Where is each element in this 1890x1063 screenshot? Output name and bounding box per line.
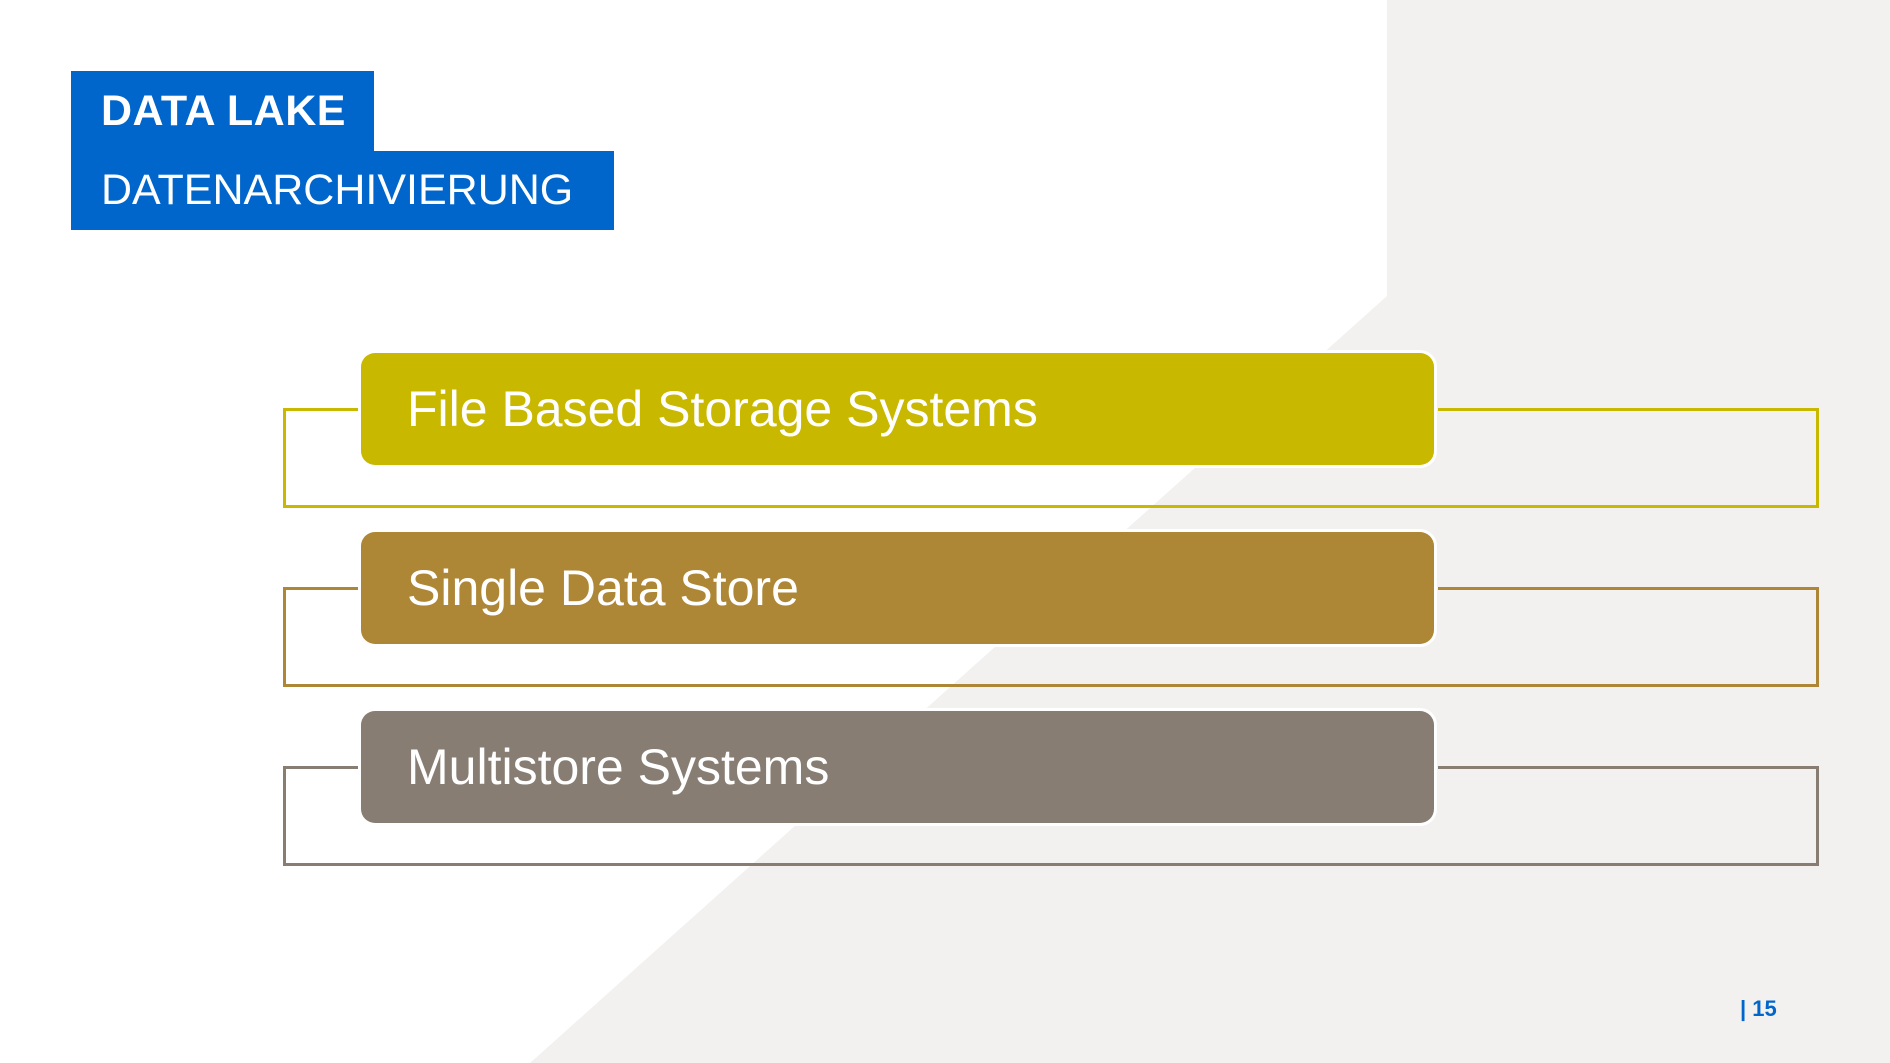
- item-label: File Based Storage Systems: [407, 381, 1038, 437]
- slide-title: DATA LAKE: [71, 71, 374, 151]
- item-connector-left: [283, 587, 359, 590]
- slide-subtitle-text: DATENARCHIVIERUNG: [101, 166, 574, 214]
- item-label-box: Multistore Systems: [361, 711, 1434, 823]
- item-label: Multistore Systems: [407, 739, 830, 795]
- item-bracket: [283, 766, 1819, 866]
- item-connector-right: [1438, 587, 1819, 590]
- item-bracket: [283, 408, 1819, 508]
- item-connector-right: [1438, 766, 1819, 769]
- page-number: | 15: [1740, 996, 1777, 1021]
- slide-title-text: DATA LAKE: [101, 86, 346, 135]
- item-bracket: [283, 587, 1819, 687]
- list-item-multistore-systems: Multistore Systems: [0, 711, 1890, 881]
- slide-subtitle: DATENARCHIVIERUNG: [71, 151, 614, 230]
- list-item-file-based-storage: File Based Storage Systems: [0, 353, 1890, 523]
- item-label-box: File Based Storage Systems: [361, 353, 1434, 465]
- item-connector-right: [1438, 408, 1819, 411]
- item-label-box: Single Data Store: [361, 532, 1434, 644]
- list-item-single-data-store: Single Data Store: [0, 532, 1890, 702]
- item-connector-left: [283, 766, 359, 769]
- item-label: Single Data Store: [407, 560, 799, 616]
- item-connector-left: [283, 408, 359, 411]
